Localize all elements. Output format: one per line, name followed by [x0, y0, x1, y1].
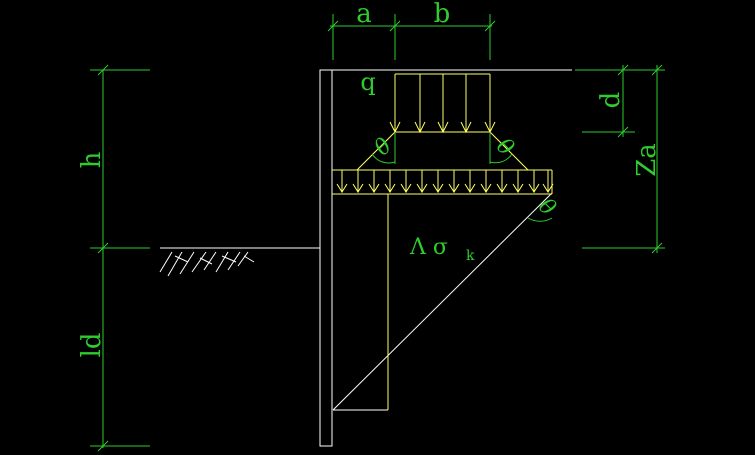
sigma-subscript: k	[466, 248, 475, 264]
theta-bottom-label: θ	[533, 194, 560, 221]
retaining-wall	[319, 69, 572, 447]
load-spread	[356, 131, 529, 171]
a-label: a	[356, 0, 372, 29]
ground-surface	[159, 247, 320, 277]
left-dimension	[90, 64, 150, 452]
d-label: d	[596, 92, 626, 109]
angle-arcs	[371, 132, 553, 222]
sigma-label: Λ σ	[409, 235, 448, 260]
surface-load-q	[394, 73, 491, 132]
b-label: b	[434, 0, 451, 29]
q-label: q	[360, 68, 375, 96]
za-label: Za	[632, 143, 662, 177]
pressure-triangle	[332, 192, 553, 411]
distributed-load	[332, 169, 554, 410]
top-dimension	[327, 14, 496, 60]
theta-right-label: θ	[491, 134, 518, 161]
right-dimension	[575, 64, 665, 254]
h-label: h	[77, 151, 107, 168]
ld-label: ld	[77, 333, 107, 358]
